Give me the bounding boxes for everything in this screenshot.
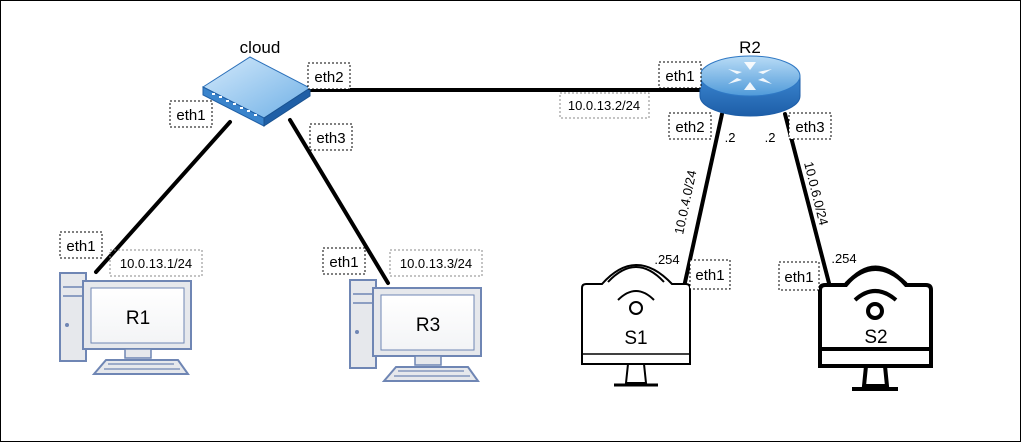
router-icon[interactable] xyxy=(699,55,801,117)
r1-ip: 10.0.13.1/24 xyxy=(120,256,192,271)
r3-ip: 10.0.13.3/24 xyxy=(400,256,472,271)
r1-label: R1 xyxy=(126,308,150,329)
r2-eth1-label: eth1 xyxy=(665,68,694,85)
port-box xyxy=(307,62,351,90)
port-box xyxy=(788,112,832,140)
link-r2-s2 xyxy=(783,112,832,289)
port-box xyxy=(689,259,731,290)
cloud-label: cloud xyxy=(240,38,281,57)
r2-eth2-label: eth2 xyxy=(675,119,704,136)
r2-eth3-label: eth3 xyxy=(795,119,824,136)
ip-box xyxy=(109,249,203,277)
r2-eth3-host: .2 xyxy=(765,130,776,145)
r2-label: R2 xyxy=(739,38,761,57)
port-box xyxy=(322,247,366,275)
s2-monitor-icon[interactable] xyxy=(818,265,933,391)
port-box xyxy=(169,100,213,128)
port-box xyxy=(778,261,820,291)
link-r2-s1 xyxy=(682,112,724,289)
cloud-eth1-label: eth1 xyxy=(176,107,205,124)
r3-label: R3 xyxy=(416,315,440,336)
port-box xyxy=(309,123,353,151)
s1-eth1-label: eth1 xyxy=(695,267,724,284)
link-cloud-r1 xyxy=(94,120,232,274)
s2-host: .254 xyxy=(831,251,856,266)
r1-eth1-label: eth1 xyxy=(66,238,95,255)
net-s1-label: 10.0.4.0/24 xyxy=(671,169,699,236)
cloud-eth2-label: eth2 xyxy=(314,69,343,86)
r2-eth1-ip: 10.0.13.2/24 xyxy=(568,98,640,113)
s2-label: S2 xyxy=(864,327,887,348)
ip-box xyxy=(389,249,483,277)
port-box xyxy=(658,61,702,89)
switch-icon[interactable] xyxy=(201,56,311,127)
s2-eth1-label: eth1 xyxy=(784,269,813,286)
r2-eth2-host: .2 xyxy=(725,130,736,145)
ip-box xyxy=(559,92,650,119)
s1-monitor-icon[interactable] xyxy=(581,264,691,387)
s1-host: .254 xyxy=(654,252,679,267)
r3-computer-icon[interactable] xyxy=(349,279,482,382)
r1-computer-icon[interactable] xyxy=(59,272,192,375)
s1-label: S1 xyxy=(624,328,647,349)
r3-eth1-label: eth1 xyxy=(329,254,358,271)
link-cloud-r3 xyxy=(288,118,390,285)
port-box xyxy=(668,112,712,140)
cloud-eth3-label: eth3 xyxy=(316,130,345,147)
port-box xyxy=(59,231,103,259)
